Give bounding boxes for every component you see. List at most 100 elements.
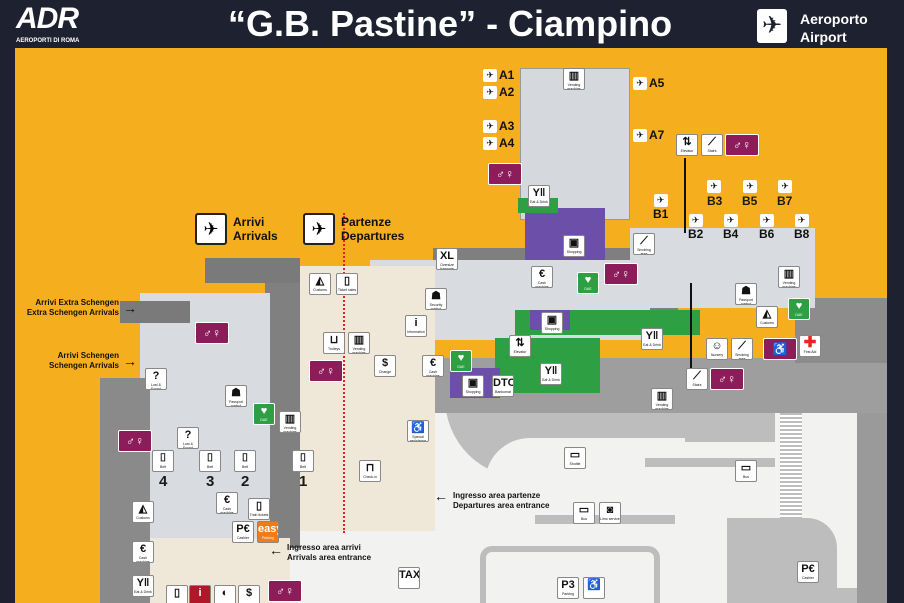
tile-label: DAE (260, 418, 268, 422)
baggage-belt-tile: ⌷Belt (234, 450, 256, 472)
gate-label: B6 (759, 227, 775, 241)
tile-label: Eat & Drink (542, 378, 560, 382)
gate-label: A3 (499, 119, 515, 133)
tile-label: DAE (584, 287, 592, 291)
airport-it: Aeroporto (800, 11, 868, 27)
accessible-icon: ♿ (587, 579, 601, 591)
gate-b7-label: B7 (777, 194, 793, 208)
easy-parking-tile: easyParking (257, 521, 279, 543)
tile-label: Passport control (229, 400, 243, 407)
gate-label: B8 (794, 227, 810, 241)
information-icon: i (414, 317, 418, 329)
parking-p3-icon: P3 (561, 579, 575, 591)
toilets-tile: ♂♀♿ (604, 263, 638, 285)
tile-label: Train tickets (249, 513, 269, 517)
parking-lot (727, 518, 837, 593)
ticket-sales-tile: ▯Train tickets (248, 498, 270, 520)
gate-b8: ✈B8 (794, 214, 809, 241)
dep-entrance-en: Departures area entrance (453, 501, 550, 510)
tile-label: Vending machine (567, 83, 581, 90)
tile-label: Customs (313, 288, 327, 292)
arr-entrance-it: Ingresso area arrivi (287, 543, 361, 552)
departures-icon: ✈ (778, 180, 792, 193)
ticket-sales-tile: ▯ (166, 585, 188, 603)
belt-number-2: 2 (241, 473, 250, 490)
departures-icon: ✈ (723, 214, 738, 227)
vending-machine-icon: ▥ (656, 390, 668, 402)
passport-control-icon: ☗ (741, 285, 751, 297)
limo-service-icon: ◙ (606, 504, 614, 516)
taxi-tile: TAXI (398, 567, 420, 589)
stairs-icon: ⟋ (693, 370, 701, 382)
security-control-tile: ☗Security control (425, 288, 447, 310)
arrow-right-icon: → (123, 300, 137, 316)
departures-icon: ✈ (743, 180, 757, 193)
bus-bay (645, 458, 775, 467)
departures-icon: ✈ (483, 119, 497, 133)
extra-schengen-it: Arrivi Extra Schengen (35, 298, 119, 307)
smoking-area-icon: ⟋ (640, 235, 648, 247)
tile-label: Stairs (692, 383, 702, 387)
airport-en: Airport (800, 29, 847, 45)
gate-label: A4 (499, 136, 515, 150)
check-in-tile: ⊓Check-in (359, 460, 381, 482)
tile-label: Security control (429, 303, 443, 310)
accessible-icon: ♿ (772, 342, 788, 356)
ticket-sales-icon: ▯ (343, 275, 351, 287)
gate-b3-label: B3 (707, 194, 723, 208)
cash-machine-tile: €Cash machine (132, 541, 154, 563)
customs-tile: ◭Customs (309, 273, 331, 295)
elevator-tile: ⇅Elevator (676, 134, 698, 156)
departures-icon: ✈ (483, 85, 497, 99)
ticket-sales-tile: ▯Ticket sales (336, 273, 358, 295)
departures-icon: ✈ (707, 180, 721, 193)
stairs-icon: ⟋ (708, 136, 716, 148)
landside-area (290, 528, 490, 603)
tile-label: Belt (241, 465, 249, 469)
gate-b1: ✈B1 (653, 194, 668, 221)
change-icon: $ (245, 587, 253, 599)
customs-icon: ◭ (315, 275, 325, 287)
arr-entrance-en: Arrivals area entrance (287, 553, 372, 562)
tile-label: Parking (562, 592, 574, 596)
tile-label: Shopping (465, 390, 481, 394)
airplane-icon: ✈ (757, 9, 787, 43)
gate-label: A7 (649, 128, 665, 142)
gate-a4: ✈A4 (483, 136, 514, 150)
cash-machine-icon: € (538, 268, 546, 280)
tile-label: Special assistance (409, 435, 427, 442)
gate-b2: ✈B2 (688, 214, 703, 241)
eat-drink-tile: Y‖Eat & Drink (641, 328, 663, 350)
toilets-tile: ♂♀ (710, 368, 744, 390)
arrivals-icon: ✈ (195, 213, 227, 245)
tile-label: Trolleys (327, 347, 341, 351)
lost-found-icon: ? (184, 429, 192, 441)
stairs-tile: ⟋Stairs (686, 368, 708, 390)
elevator-icon: ⇅ (682, 136, 692, 148)
shopping-icon: ▣ (546, 314, 558, 326)
departures-icon: ✈ (653, 194, 668, 207)
schengen-it: Arrivi Schengen (57, 351, 119, 360)
tile-label: Nursery (710, 353, 724, 357)
special-assistance-icon: ♿ (411, 422, 425, 434)
tile-label: Vending machine (655, 403, 669, 410)
special-assistance-tile: ♿Special assistance (407, 420, 429, 442)
defibrillator-tile: ♥DAE (788, 298, 810, 320)
toilets-icon: ♂♀♿ (733, 138, 751, 152)
arrivals-it: Arrivi (233, 215, 265, 229)
toilets-icon: ♂♀ (718, 372, 736, 386)
tile-label: Shopping (566, 250, 582, 254)
adr-logo: ADR (16, 2, 79, 35)
toilets-tile: ♂♀♿ (725, 134, 759, 156)
bus-icon: ▭ (740, 462, 752, 474)
arrow-right-icon: → (123, 353, 137, 369)
header: ADR AEROPORTI DI ROMA “G.B. Pastine” - C… (0, 0, 904, 48)
tile-label: Shuttle (569, 462, 581, 466)
parking-cashier-icon: P€ (801, 563, 815, 575)
parking-cashier-tile: P€Cashier (797, 561, 819, 583)
elevator-tile: ⇅Elevator (509, 335, 531, 357)
